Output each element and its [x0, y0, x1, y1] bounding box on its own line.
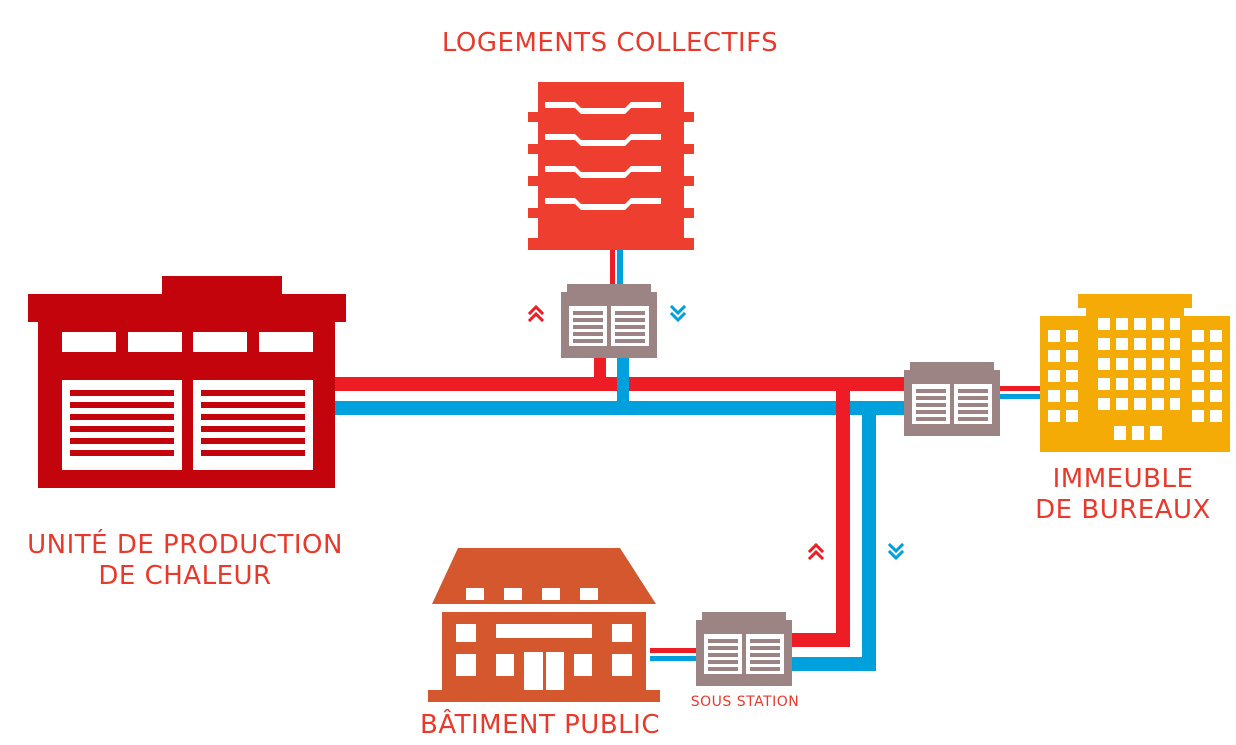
production-label-line1: UNITÉ DE PRODUCTION — [27, 530, 343, 560]
batiment-cold-horizontal — [780, 657, 876, 671]
bureaux-hot-thin — [996, 386, 1040, 391]
logements-collectifs-icon — [528, 82, 694, 250]
batiment-cold-thin — [650, 656, 700, 661]
production-unit-icon — [28, 276, 346, 488]
batiment-public-label: BÂTIMENT PUBLIC — [420, 710, 660, 740]
sous-station-label: SOUS STATION — [690, 694, 800, 710]
double-chevron-up-icon — [807, 542, 825, 561]
substation-batiment-icon — [696, 612, 792, 686]
immeuble-label-line2: DE BUREAUX — [1035, 495, 1211, 526]
logements-collectifs-label: LOGEMENTS COLLECTIFS — [441, 28, 779, 58]
double-chevron-down-icon — [669, 304, 687, 323]
batiment-hot-vertical — [836, 377, 850, 647]
logements-hot-feed — [610, 250, 615, 286]
production-label-line2: DE CHALEUR — [98, 561, 272, 592]
immeuble-bureaux-label: IMMEUBLE DE BUREAUX — [1010, 464, 1236, 526]
batiment-hot-horizontal — [780, 633, 850, 647]
batiment-hot-thin — [650, 648, 700, 653]
logements-cold-feed — [617, 250, 623, 286]
bureaux-cold-thin — [996, 394, 1040, 399]
substation-bureaux-icon — [904, 362, 1000, 436]
batiment-public-icon — [428, 548, 660, 702]
double-chevron-up-icon — [527, 304, 545, 323]
batiment-cold-vertical — [862, 401, 876, 671]
pipe-network — [335, 250, 1040, 671]
immeuble-bureaux-icon — [1040, 294, 1230, 452]
production-unit-label: UNITÉ DE PRODUCTION DE CHALEUR — [0, 530, 370, 592]
immeuble-label-line1: IMMEUBLE — [1052, 464, 1194, 494]
double-chevron-down-icon — [887, 542, 905, 561]
substation-logements-icon — [561, 284, 657, 358]
